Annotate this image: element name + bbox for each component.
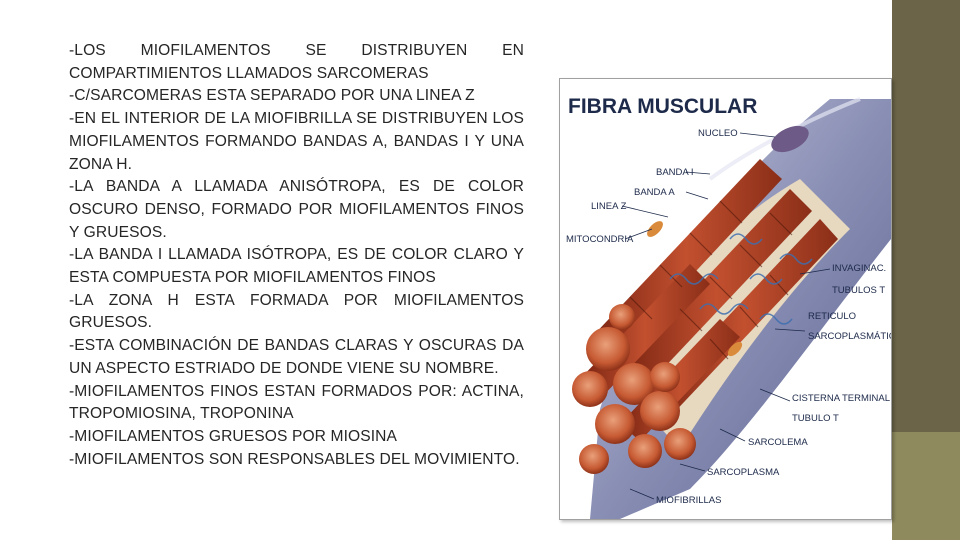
nucleus bbox=[771, 125, 809, 153]
paragraph-6: -LA ZONA H ESTA FORMADA POR MIOFILAMENTO… bbox=[69, 291, 524, 332]
paragraph-1: -LOS MIOFILAMENTOS SE DISTRIBUYEN EN COM… bbox=[69, 42, 524, 82]
label-miofibrillas: MIOFIBRILLAS bbox=[656, 495, 721, 506]
muscle-fiber-illustration: FIBRA MUSCULAR bbox=[566, 95, 891, 519]
label-tubulos-t: TUBULOS T bbox=[832, 285, 885, 296]
label-linea-z: LINEA Z bbox=[591, 201, 627, 212]
paragraph-8: -MIOFILAMENTOS FINOS ESTAN FORMADOS POR:… bbox=[69, 382, 524, 423]
label-sarcoplasmatico: SARCOPLASMÁTICO bbox=[808, 331, 891, 342]
myofibril bbox=[620, 189, 812, 391]
myofibril-cross-sections bbox=[572, 304, 696, 474]
label-invaginac: INVAGINAC. bbox=[832, 263, 886, 274]
body-text: -LOS MIOFILAMENTOS SE DISTRIBUYEN EN COM… bbox=[69, 40, 524, 471]
mitochondrion bbox=[727, 341, 743, 357]
myofibril bbox=[590, 159, 782, 361]
paragraph-2: -C/SARCOMERAS ESTA SEPARADO POR UNA LINE… bbox=[69, 87, 475, 105]
label-reticulo: RETICULO bbox=[808, 311, 856, 322]
label-mitocondria: MITOCONDRIA bbox=[566, 234, 634, 245]
paragraph-4: -LA BANDA A LLAMADA ANISÓTROPA, ES DE CO… bbox=[69, 178, 524, 241]
label-sarcoplasma: SARCOPLASMA bbox=[707, 467, 780, 478]
label-banda-a: BANDA A bbox=[634, 187, 675, 198]
decorative-band-top bbox=[892, 0, 960, 432]
paragraph-9: -MIOFILAMENTOS GRUESOS POR MIOSINA bbox=[69, 427, 398, 445]
paragraph-5: -LA BANDA I LLAMADA ISÓTROPA, ES DE COLO… bbox=[69, 246, 524, 287]
mitochondrion bbox=[647, 221, 663, 237]
label-sarcolema: SARCOLEMA bbox=[748, 437, 808, 448]
paragraph-10: -MIOFILAMENTOS SON RESPONSABLES DEL MOVI… bbox=[69, 450, 520, 468]
paragraph-7: -ESTA COMBINACIÓN DE BANDAS CLARAS Y OSC… bbox=[69, 337, 524, 377]
muscle-fiber-figure: FIBRA MUSCULAR bbox=[559, 78, 892, 520]
paragraph-3: -EN EL INTERIOR DE LA MIOFIBRILLA SE DIS… bbox=[69, 110, 524, 173]
decorative-band-bottom bbox=[892, 432, 960, 540]
figure-title: FIBRA MUSCULAR bbox=[568, 95, 757, 118]
label-tubulo-t: TUBULO T bbox=[792, 413, 839, 424]
label-banda-i: BANDA I bbox=[656, 167, 694, 178]
label-nucleo: NUCLEO bbox=[698, 128, 738, 139]
label-cisterna-terminal: CISTERNA TERMINAL bbox=[792, 393, 890, 404]
